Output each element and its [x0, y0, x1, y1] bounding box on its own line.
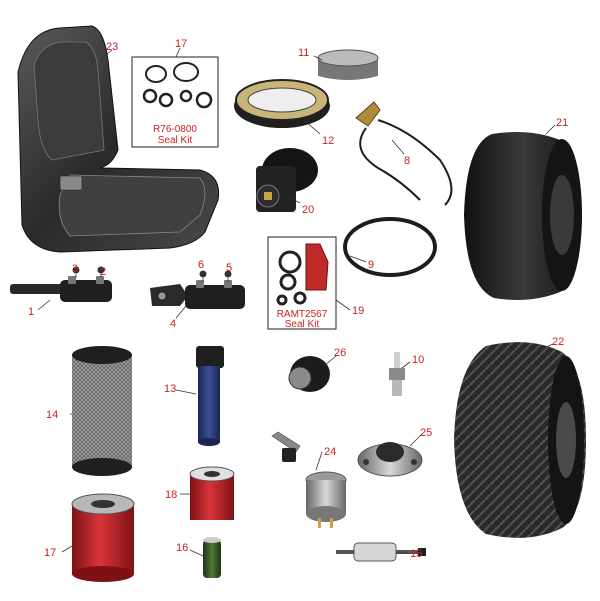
air-filter-part	[234, 79, 330, 128]
callout-9: 9	[368, 259, 374, 271]
callout-21: 21	[556, 117, 568, 129]
callout-6: 6	[198, 259, 204, 271]
callout-14: 14	[46, 409, 58, 421]
callout-26: 26	[334, 347, 346, 359]
bushing-part	[288, 356, 330, 392]
callout-labels: 23 17 11 12 8 21 20 9 19 3 2 1 6 5 4 26 …	[28, 38, 568, 560]
hydraulic-motor-part	[256, 148, 318, 212]
callout-23: 23	[106, 41, 118, 53]
callout-17-top: 17	[175, 38, 187, 50]
seal-kit-box-ramt: RAMT2567 Seal Kit	[267, 236, 337, 330]
callout-24: 24	[324, 446, 336, 458]
leader-lines	[37, 47, 556, 557]
callout-22: 22	[552, 336, 564, 348]
seat	[17, 25, 220, 253]
screw-part-3	[72, 266, 80, 274]
callout-13: 13	[164, 383, 176, 395]
hydraulic-hose-part	[196, 346, 224, 446]
kit-label-r76-number: R76-0800	[153, 124, 197, 135]
callout-25: 25	[420, 427, 432, 439]
kit-label-ramt-number: RAMT2567	[277, 309, 328, 320]
kit-label-ramt-name: Seal Kit	[285, 319, 320, 330]
screw-part-5	[224, 270, 232, 278]
oil-filter-part-18	[189, 466, 235, 520]
callout-20: 20	[302, 204, 314, 216]
callout-5: 5	[226, 262, 232, 274]
seal-kit-box-r76: R76-0800 Seal Kit	[131, 56, 219, 148]
callout-8: 8	[404, 155, 410, 167]
seat-switch-bracket-part	[150, 280, 245, 309]
callout-12: 12	[322, 135, 334, 147]
callout-19: 19	[352, 305, 364, 317]
oil-filter-part-17	[71, 493, 135, 582]
callout-4: 4	[170, 318, 176, 330]
spark-plug-part	[389, 352, 405, 396]
smooth-tire-part	[464, 132, 582, 300]
callout-10: 10	[412, 354, 424, 366]
callout-2: 2	[100, 266, 106, 278]
seat-switch-part	[10, 276, 112, 302]
callout-3: 3	[72, 263, 78, 275]
clamp-band-part	[317, 49, 379, 80]
screw-part-2	[97, 266, 105, 274]
kit-label-r76-name: Seal Kit	[158, 135, 193, 146]
fuel-filter-part	[336, 542, 426, 562]
callout-18: 18	[165, 489, 177, 501]
callout-16: 16	[176, 542, 188, 554]
screw-part-6	[199, 270, 207, 278]
callout-15: 15	[410, 548, 422, 560]
callout-1: 1	[28, 306, 34, 318]
o-ring-part	[343, 217, 437, 277]
inline-filter-part-16	[203, 537, 221, 578]
tread-tire-part	[454, 342, 586, 538]
temperature-sensor-part	[355, 101, 453, 206]
callout-17-bottom: 17	[44, 547, 56, 559]
callout-11: 11	[298, 47, 309, 59]
ignition-switch-part	[271, 431, 347, 528]
rubber-mount-part	[357, 442, 423, 477]
mesh-air-filter-part	[72, 346, 132, 476]
